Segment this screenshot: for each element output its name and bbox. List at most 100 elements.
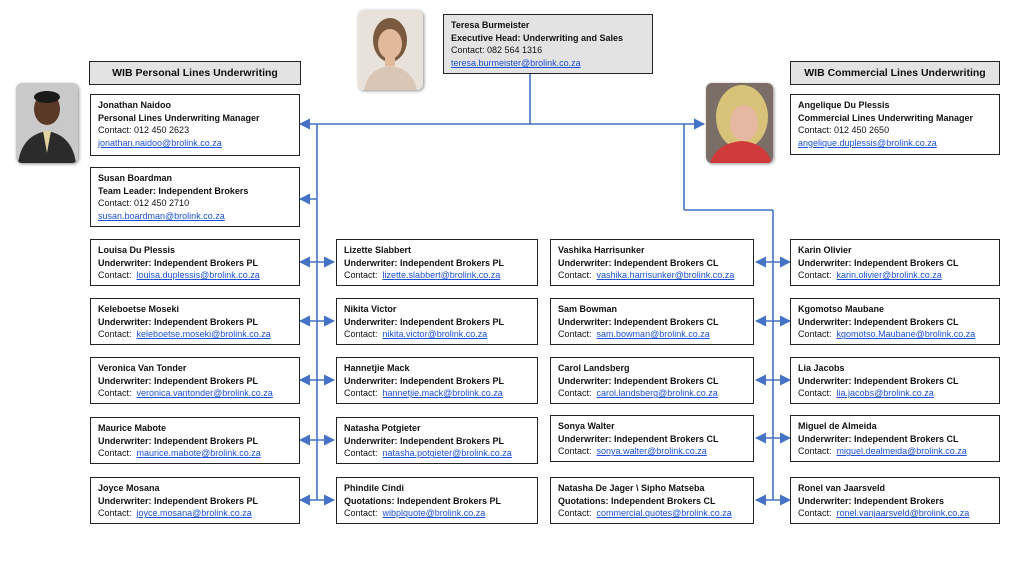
person-role: Team Leader: Independent Brokers	[98, 185, 249, 196]
email-link[interactable]: karin.olivier@brolink.co.za	[836, 270, 942, 281]
email-link[interactable]: natasha.potgieter@brolink.co.za	[382, 448, 512, 459]
person-name: Keleboetse Moseki	[98, 304, 180, 314]
person-role: Underwriter: Independent Brokers CL	[798, 316, 959, 327]
staff-card: Phindile Cindi Quotations: Independent B…	[336, 477, 538, 524]
email-link[interactable]: lia.jacobs@brolink.co.za	[836, 388, 934, 399]
contact-label: Contact:	[798, 270, 832, 281]
person-role: Underwriter: Independent Brokers CL	[798, 433, 959, 444]
person-contact: Contact: 012 450 2623	[98, 125, 190, 136]
person-role: Underwriter: Independent Brokers PL	[98, 375, 259, 386]
person-name: Sam Bowman	[558, 304, 618, 314]
person-role: Underwriter: Independent Brokers CL	[558, 375, 719, 386]
staff-card: Nikita Victor Underwriter: Independent B…	[336, 298, 538, 345]
person-role: Quotations: Independent Brokers CL	[558, 495, 716, 506]
email-link[interactable]: nikita.victor@brolink.co.za	[382, 329, 488, 340]
email-link[interactable]: ronel.vanjaarsveld@brolink.co.za	[836, 508, 970, 519]
staff-card: Lia Jacobs Underwriter: Independent Brok…	[790, 357, 1000, 404]
team-leader-card: Susan Boardman Team Leader: Independent …	[90, 167, 300, 227]
contact-label: Contact:	[798, 508, 832, 519]
email-link[interactable]: hannetjie.mack@brolink.co.za	[382, 388, 503, 399]
person-name: Veronica Van Tonder	[98, 363, 187, 373]
person-name: Maurice Mabote	[98, 423, 167, 433]
contact-label: Contact:	[344, 508, 378, 519]
email-link[interactable]: angelique.duplessis@brolink.co.za	[798, 137, 937, 148]
person-role: Quotations: Independent Brokers PL	[344, 495, 502, 506]
staff-card: Hannetjie Mack Underwriter: Independent …	[336, 357, 538, 404]
staff-card: Miguel de Almeida Underwriter: Independe…	[790, 415, 1000, 462]
email-link[interactable]: kgomotso.Maubane@brolink.co.za	[836, 329, 976, 340]
staff-card: Sonya Walter Underwriter: Independent Br…	[550, 415, 754, 462]
staff-card: Lizette Slabbert Underwriter: Independen…	[336, 239, 538, 286]
email-link[interactable]: sam.bowman@brolink.co.za	[596, 329, 710, 340]
person-name: Natasha Potgieter	[344, 423, 421, 433]
email-link[interactable]: jonathan.naidoo@brolink.co.za	[98, 137, 222, 148]
person-role: Underwriter: Independent Brokers PL	[98, 316, 259, 327]
manager-card: Jonathan Naidoo Personal Lines Underwrit…	[90, 94, 300, 156]
staff-card: Veronica Van Tonder Underwriter: Indepen…	[90, 357, 300, 404]
executive-head-card: Teresa Burmeister Executive Head: Underw…	[443, 14, 653, 74]
person-role: Underwriter: Independent Brokers PL	[344, 435, 505, 446]
person-role: Underwriter: Independent Brokers PL	[344, 316, 505, 327]
contact-label: Contact:	[344, 270, 378, 281]
commercial-lines-header: WIB Commercial Lines Underwriting	[790, 61, 1000, 85]
email-link[interactable]: louisa.duplessis@brolink.co.za	[136, 270, 260, 281]
staff-card: Vashika Harrisunker Underwriter: Indepen…	[550, 239, 754, 286]
contact-label: Contact:	[798, 446, 832, 457]
email-link[interactable]: joyce.mosana@brolink.co.za	[136, 508, 252, 519]
staff-card: Louisa Du Plessis Underwriter: Independe…	[90, 239, 300, 286]
portrait-woman-icon	[358, 10, 423, 90]
person-role: Underwriter: Independent Brokers PL	[98, 495, 259, 506]
person-name: Angelique Du Plessis	[798, 100, 890, 110]
email-link[interactable]: commercial.quotes@brolink.co.za	[596, 508, 732, 519]
email-link[interactable]: miguel.dealmeida@brolink.co.za	[836, 446, 967, 457]
person-name: Susan Boardman	[98, 173, 173, 183]
email-link[interactable]: maurice.mabote@brolink.co.za	[136, 448, 261, 459]
email-link[interactable]: carol.landsberg@brolink.co.za	[596, 388, 718, 399]
contact-label: Contact:	[798, 329, 832, 340]
person-name: Nikita Victor	[344, 304, 397, 314]
email-link[interactable]: wibplquote@brolink.co.za	[382, 508, 486, 519]
person-role: Personal Lines Underwriting Manager	[98, 112, 260, 123]
email-link[interactable]: vashika.harrisunker@brolink.co.za	[596, 270, 735, 281]
person-name: Sonya Walter	[558, 421, 615, 431]
person-name: Teresa Burmeister	[451, 20, 530, 30]
email-link[interactable]: lizette.slabbert@brolink.co.za	[382, 270, 501, 281]
staff-card: Ronel van Jaarsveld Underwriter: Indepen…	[790, 477, 1000, 524]
person-role: Underwriter: Independent Brokers PL	[344, 257, 505, 268]
staff-card: Maurice Mabote Underwriter: Independent …	[90, 417, 300, 464]
manager-card: Angelique Du Plessis Commercial Lines Un…	[790, 94, 1000, 155]
person-role: Underwriter: Independent Brokers CL	[798, 257, 959, 268]
person-contact: Contact: 012 450 2710	[98, 198, 190, 209]
contact-label: Contact:	[98, 448, 132, 459]
contact-label: Contact:	[98, 508, 132, 519]
email-link[interactable]: sonya.walter@brolink.co.za	[596, 446, 707, 457]
contact-label: Contact:	[558, 270, 592, 281]
email-link[interactable]: veronica.vantonder@brolink.co.za	[136, 388, 273, 399]
person-role: Underwriter: Independent Brokers PL	[98, 257, 259, 268]
staff-card: Kgomotso Maubane Underwriter: Independen…	[790, 298, 1000, 345]
person-role: Underwriter: Independent Brokers PL	[98, 435, 259, 446]
person-name: Carol Landsberg	[558, 363, 630, 373]
staff-card: Karin Olivier Underwriter: Independent B…	[790, 239, 1000, 286]
email-link[interactable]: keleboetse.moseki@brolink.co.za	[136, 329, 271, 340]
person-role: Commercial Lines Underwriting Manager	[798, 112, 974, 123]
contact-label: Contact:	[558, 508, 592, 519]
contact-label: Contact:	[344, 329, 378, 340]
person-contact: Contact: 082 564 1316	[451, 45, 543, 56]
person-role: Underwriter: Independent Brokers	[798, 495, 945, 506]
person-role: Underwriter: Independent Brokers CL	[558, 316, 719, 327]
contact-label: Contact:	[558, 388, 592, 399]
email-link[interactable]: susan.boardman@brolink.co.za	[98, 210, 225, 221]
staff-card: Natasha Potgieter Underwriter: Independe…	[336, 417, 538, 464]
person-name: Karin Olivier	[798, 245, 852, 255]
contact-label: Contact:	[558, 329, 592, 340]
person-name: Ronel van Jaarsveld	[798, 483, 886, 493]
person-name: Phindile Cindi	[344, 483, 404, 493]
email-link[interactable]: teresa.burmeister@brolink.co.za	[451, 57, 581, 68]
contact-label: Contact:	[98, 329, 132, 340]
staff-card: Carol Landsberg Underwriter: Independent…	[550, 357, 754, 404]
person-name: Lizette Slabbert	[344, 245, 412, 255]
person-name: Louisa Du Plessis	[98, 245, 176, 255]
person-role: Underwriter: Independent Brokers CL	[558, 433, 719, 444]
